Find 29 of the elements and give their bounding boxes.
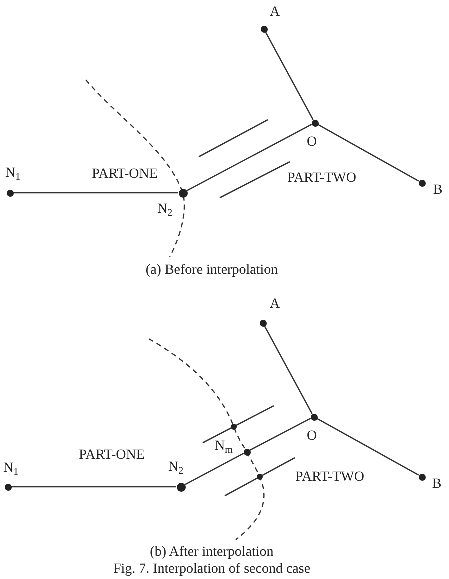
line-segment — [184, 453, 244, 486]
point-label: B — [433, 184, 443, 198]
point-label: B — [432, 478, 442, 492]
point-label: O — [306, 136, 318, 150]
region-label: PART-TWO — [288, 172, 356, 186]
subfigure-caption: (a) Before interpolation — [146, 264, 278, 278]
line-segment — [316, 418, 420, 476]
line-segment — [265, 32, 314, 120]
line-segment — [14, 192, 178, 194]
region-label: PART-ONE — [92, 168, 158, 182]
point-label: N$_{2}$ — [157, 203, 173, 219]
region-label: PART-TWO — [296, 471, 364, 485]
line-segment — [318, 124, 420, 182]
point-marker — [257, 474, 263, 480]
line-segment — [264, 326, 313, 414]
point-label: N$_{1}$ — [3, 462, 19, 478]
point-label: A — [270, 6, 280, 20]
region-label: PART-ONE — [79, 449, 145, 463]
line-segment — [250, 418, 312, 451]
figure-caption: Fig. 7. Interpolation of second case — [113, 563, 311, 577]
line-segment — [186, 124, 312, 192]
line-segment — [12, 486, 176, 488]
point-label: A — [270, 298, 280, 312]
point-marker — [231, 424, 237, 430]
point-label: O — [306, 430, 318, 444]
point-label: N$_{1}$ — [5, 167, 21, 183]
subfigure-caption: (b) After interpolation — [150, 546, 274, 560]
point-label: N$_{2}$ — [168, 461, 184, 477]
point-label: N$_{m}$ — [215, 440, 233, 456]
